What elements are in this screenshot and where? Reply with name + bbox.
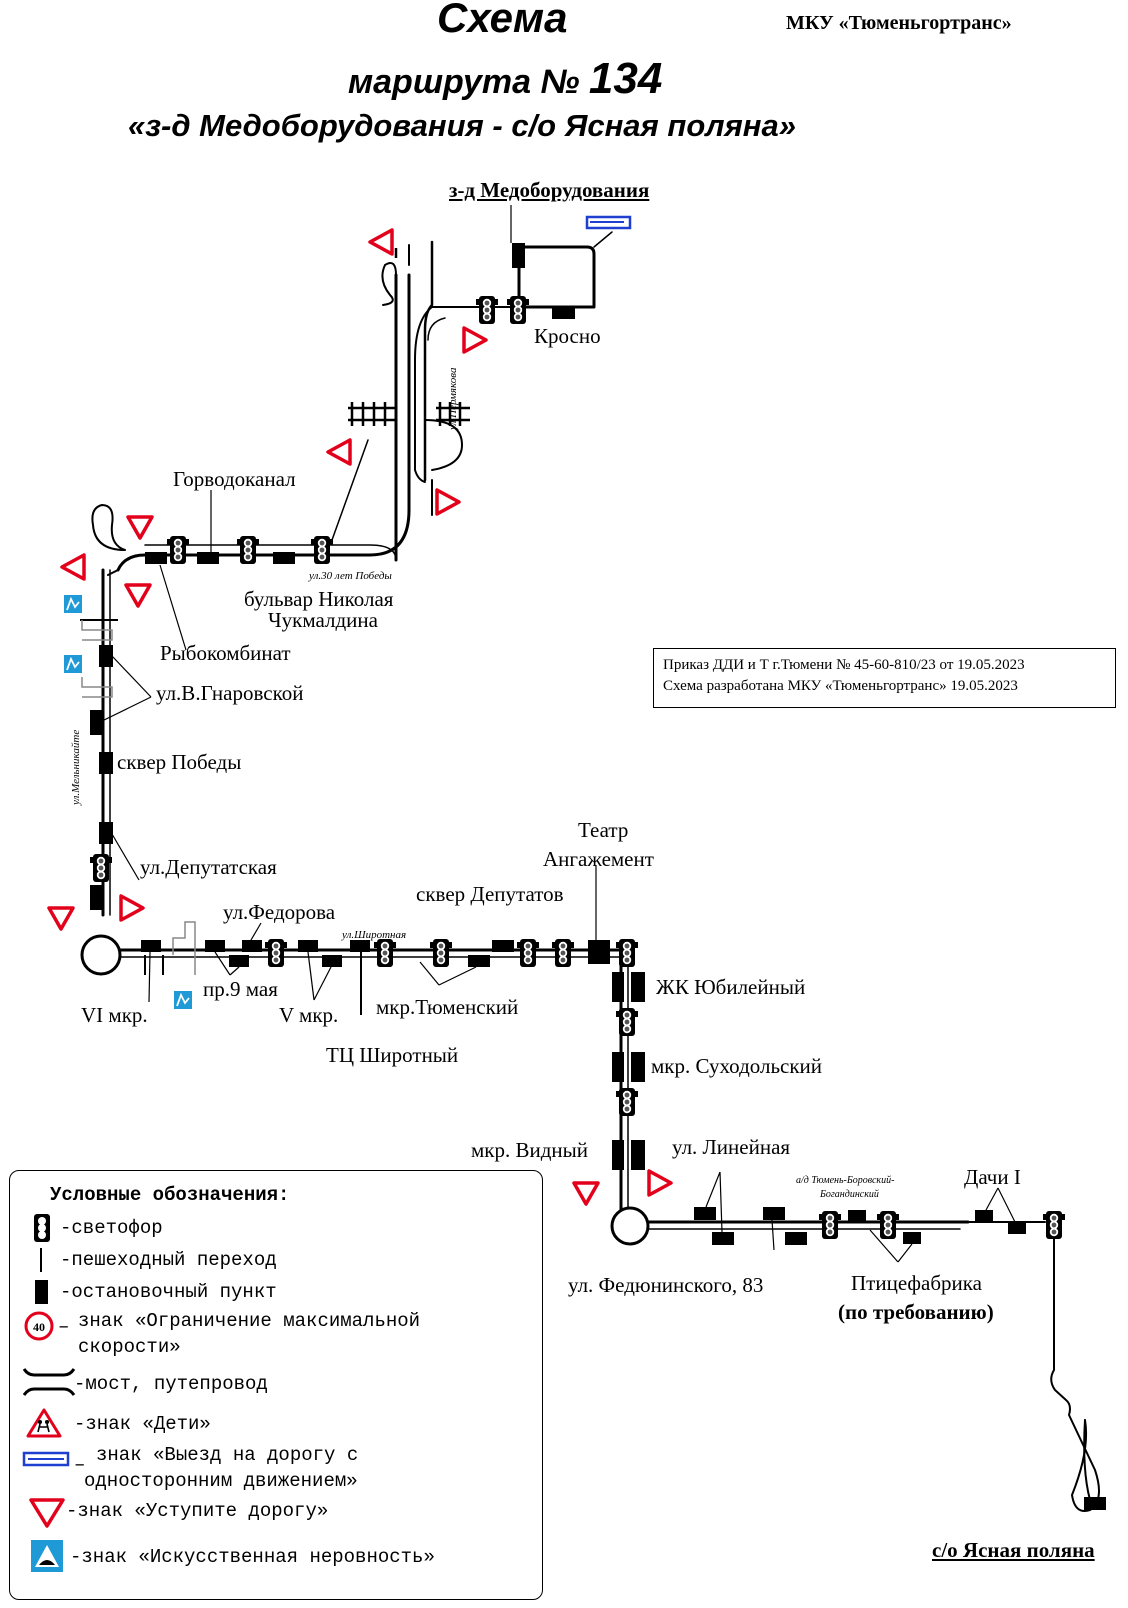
street-permyakova: ул.Пермякова (447, 367, 459, 430)
bump-sign-icon (31, 1540, 63, 1572)
legend-speed-line2: скорости» (78, 1336, 181, 1358)
legend-bridge: -мост, путепровод (74, 1373, 268, 1395)
stop-krosno: Кросно (534, 324, 601, 348)
legend-speed-line1: знак «Ограничение максимальной (78, 1310, 421, 1332)
stop-fedyuninskogo: ул. Федюнинского, 83 (568, 1273, 764, 1297)
legend-crossing: -пешеходный переход (60, 1249, 277, 1271)
order-line-2: Схема разработана МКУ «Тюменьгортранс» 1… (663, 678, 1018, 694)
children-sign-icon (26, 1408, 62, 1438)
legend-children: -знак «Дети» (74, 1413, 211, 1435)
stop-zhk-yubileyny: ЖК Юбилейный (656, 975, 806, 999)
stop-pr-9-maya: пр.9 мая (203, 977, 278, 1001)
route-prefix: маршрута № (348, 63, 580, 101)
legend-yield: -знак «Уступите дорогу» (66, 1500, 329, 1522)
stop-teatr-line1: Театр (578, 818, 629, 842)
stop-icon (35, 1280, 48, 1304)
street-30-let-pobedy: ул.30 лет Победы (309, 570, 392, 582)
organization: МКУ «Тюменьгортранс» (786, 12, 1012, 34)
legend-bump: -знак «Искусственная неровность» (70, 1546, 435, 1568)
street-highway-line2: Богандинский (820, 1189, 879, 1200)
stop-gnarovskoy: ул.В.Гнаровской (156, 681, 304, 705)
terminal-start: з-д Медоборудования (449, 178, 650, 202)
street-melnikaite: ул.Мельникайте (70, 729, 82, 805)
legend-oneway-line1: знак «Выезд на дорогу с (96, 1444, 359, 1466)
one-way-sign-icon (22, 1451, 70, 1467)
speed-limit-value: 40 (33, 1320, 45, 1334)
route-number: 134 (588, 54, 663, 103)
stop-skver-pobedy: сквер Победы (117, 750, 242, 774)
stop-ptitsefabrika: Птицефабрика (851, 1271, 982, 1295)
yield-sign-icon (29, 1498, 65, 1528)
stop-rybokombinat: Рыбокомбинат (160, 641, 291, 665)
stop-fedorova: ул.Федорова (223, 900, 336, 924)
street-shirotnaya: ул.Широтная (342, 929, 407, 941)
crossing-icon (40, 1248, 42, 1272)
legend-oneway-line2: односторонним движением» (84, 1470, 358, 1492)
stop-v-mkr: V мкр. (279, 1003, 339, 1027)
stop-mkr-sukhodolsky: мкр. Суходольский (651, 1054, 823, 1078)
stop-dachi: Дачи I (964, 1165, 1021, 1189)
page-title: Схема (437, 0, 568, 41)
order-line-1: Приказ ДДИ и Т г.Тюмени № 45-60-810/23 о… (663, 657, 1025, 673)
route-number-line: маршрута № 134 (348, 54, 662, 104)
legend-traffic-light: -светофор (60, 1217, 163, 1239)
bridge-icon (22, 1368, 76, 1396)
stop-bulvar-line1: бульвар Николая (244, 587, 394, 611)
traffic-light-icon (34, 1214, 50, 1242)
stop-mkr-tyumensky: мкр.Тюменский (376, 995, 519, 1019)
street-highway-line1: а/д Тюмень-Боровский- (796, 1175, 895, 1186)
stop-gorvodokanal: Горводоканал (173, 467, 296, 491)
stop-mkr-vidny: мкр. Видный (471, 1138, 589, 1162)
legend-title: Условные обозначения: (50, 1184, 290, 1206)
speed-limit-icon: 40 (24, 1311, 54, 1341)
stop-skver-deputatov: сквер Депутатов (416, 882, 564, 906)
stop-lineynaya: ул. Линейная (672, 1135, 791, 1159)
terminal-end: с/о Ясная поляна (932, 1538, 1095, 1562)
legend: Условные обозначения: -светофор -пешеход… (9, 1170, 543, 1600)
stop-deputatskaya: ул.Депутатская (140, 855, 277, 879)
stop-on-request: (по требованию) (838, 1300, 994, 1324)
stop-vi-mkr: VI мкр. (81, 1003, 148, 1027)
stop-tc-shirotny: ТЦ Широтный (326, 1043, 459, 1067)
route-name: «з-д Медоборудования - с/о Ясная поляна» (128, 108, 797, 143)
legend-stop: -остановочный пункт (60, 1281, 277, 1303)
stop-teatr-line2: Ангажемент (543, 847, 654, 871)
order-info-box: Приказ ДДИ и Т г.Тюмени № 45-60-810/23 о… (653, 648, 1116, 708)
stop-bulvar-line2: Чукмалдина (268, 608, 378, 632)
